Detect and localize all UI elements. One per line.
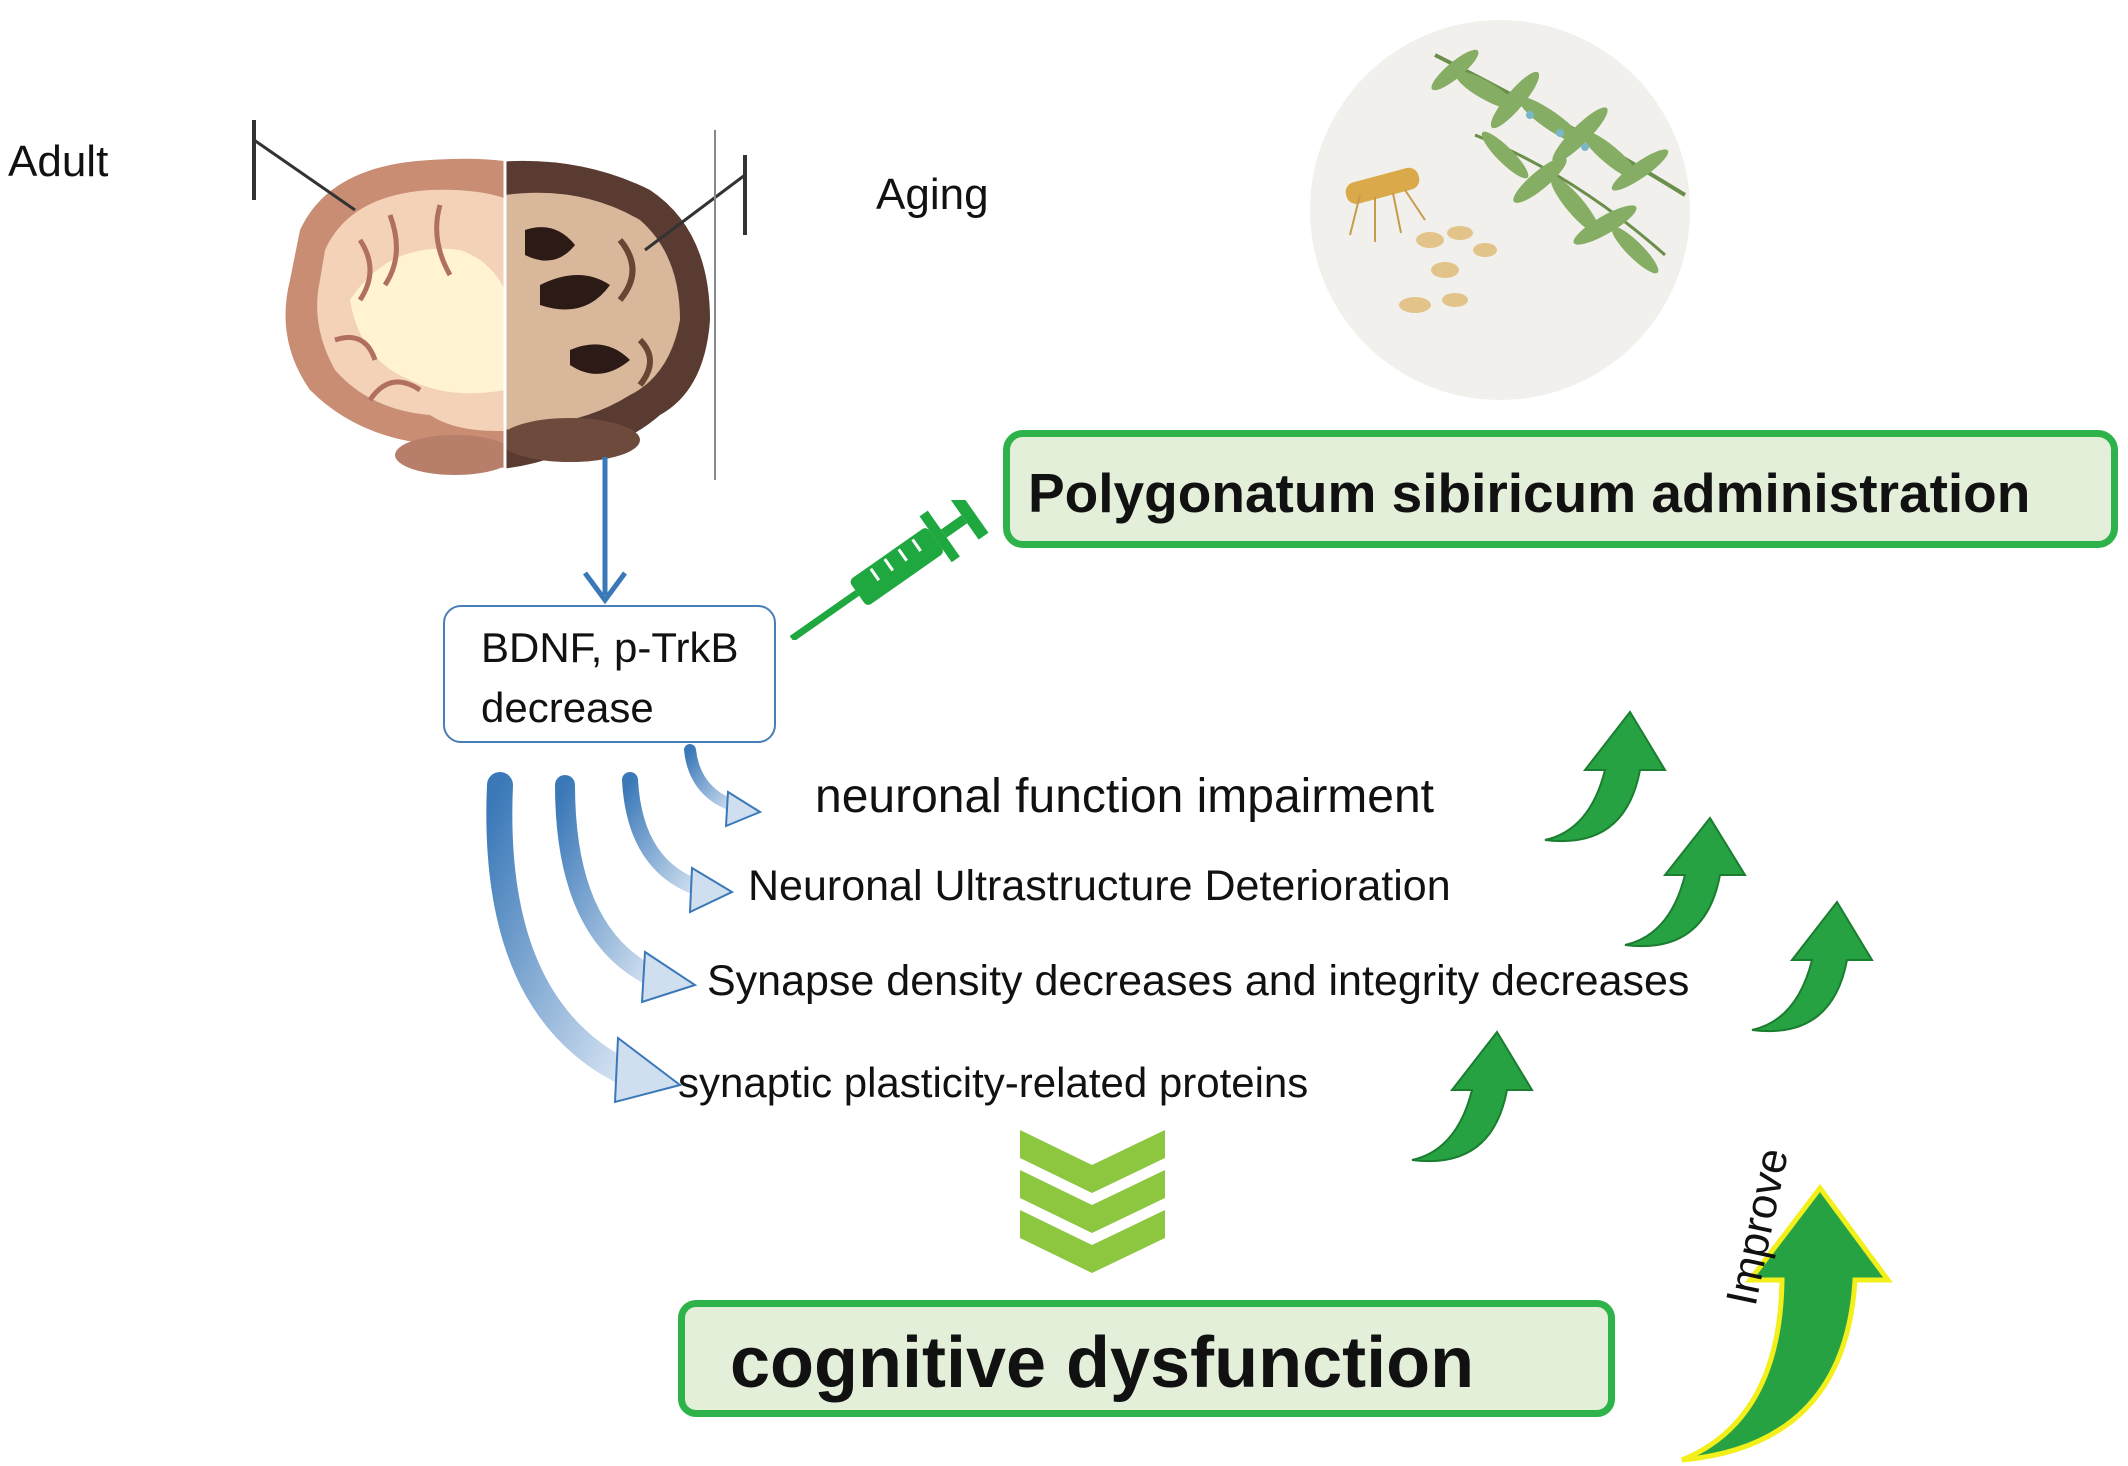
effect-neuronal-function: neuronal function impairment — [815, 770, 1435, 823]
improvement-arrows — [1411, 710, 1874, 1163]
cognitive-dysfunction-box: cognitive dysfunction — [678, 1300, 1615, 1417]
polygonatum-plant-illustration — [1310, 20, 1690, 400]
bdnf-label-line2: decrease — [481, 684, 654, 731]
bdnf-box: BDNF, p-TrkB decrease — [443, 605, 776, 743]
improve-arrow — [1681, 1183, 1893, 1463]
effect-plasticity-proteins: synaptic plasticity-related proteins — [678, 1059, 1309, 1106]
aging-label: Aging — [876, 170, 989, 219]
brain-bracket-lines — [252, 120, 747, 480]
effect-ultrastructure: Neuronal Ultrastructure Deterioration — [748, 862, 1451, 910]
adult-label: Adult — [8, 137, 109, 186]
effect-synapse-density: Synapse density decreases and integrity … — [707, 957, 1690, 1005]
brain-section-illustration — [285, 150, 710, 480]
effect-arrows — [486, 744, 763, 1104]
cognitive-dysfunction-label: cognitive dysfunction — [730, 1323, 1475, 1403]
chevron-down-icon — [1020, 1130, 1165, 1273]
brain-to-bdnf-arrow — [582, 457, 628, 605]
syringe-icon — [789, 500, 989, 640]
administration-label: Polygonatum sibiricum administration — [1028, 462, 2031, 524]
bdnf-label-line1: BDNF, p-TrkB — [481, 624, 739, 671]
administration-box: Polygonatum sibiricum administration — [1003, 430, 2118, 548]
